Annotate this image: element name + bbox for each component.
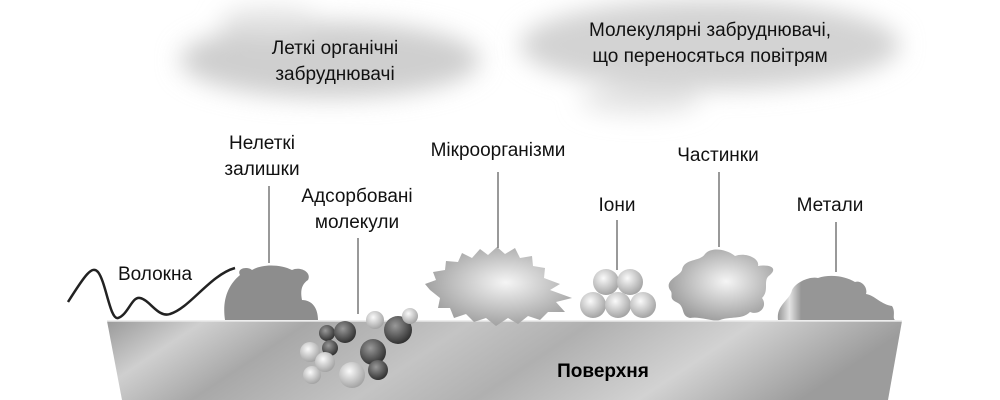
fiber-icon [66,266,236,320]
label-ions: Іони [599,195,636,216]
label-surface: Поверхня [557,361,649,382]
label-airborne-molecular-1: Молекулярні забруднювачі, [589,20,831,41]
metal-icon [777,275,895,320]
label-volatile-organic-2: забруднювачі [275,64,394,85]
nonvolatile-residue-icon [224,265,318,320]
label-fibers: Волокна [118,264,192,285]
leader-lines [268,172,837,314]
ions-icon [580,269,656,318]
label-nonvolatile-2: залишки [224,159,299,180]
label-volatile-organic-1: Леткі органічні [272,38,398,59]
cloud-airborne-molecular [520,0,900,114]
surface-block [107,321,902,400]
label-metals: Метали [797,195,864,216]
label-particles: Частинки [677,145,758,166]
microorganism-icon [425,247,572,326]
cloud-volatile-organic [180,8,480,98]
particle-icon [668,249,774,321]
label-adsorbed-2: молекули [315,212,399,233]
adsorbed-molecules-icon [300,308,418,388]
label-adsorbed-1: Адсорбовані [301,186,412,207]
label-nonvolatile-1: Нелеткі [229,133,295,154]
label-microorganisms: Мікроорганізми [431,140,566,161]
label-airborne-molecular-2: що переносяться повітрям [592,46,827,67]
